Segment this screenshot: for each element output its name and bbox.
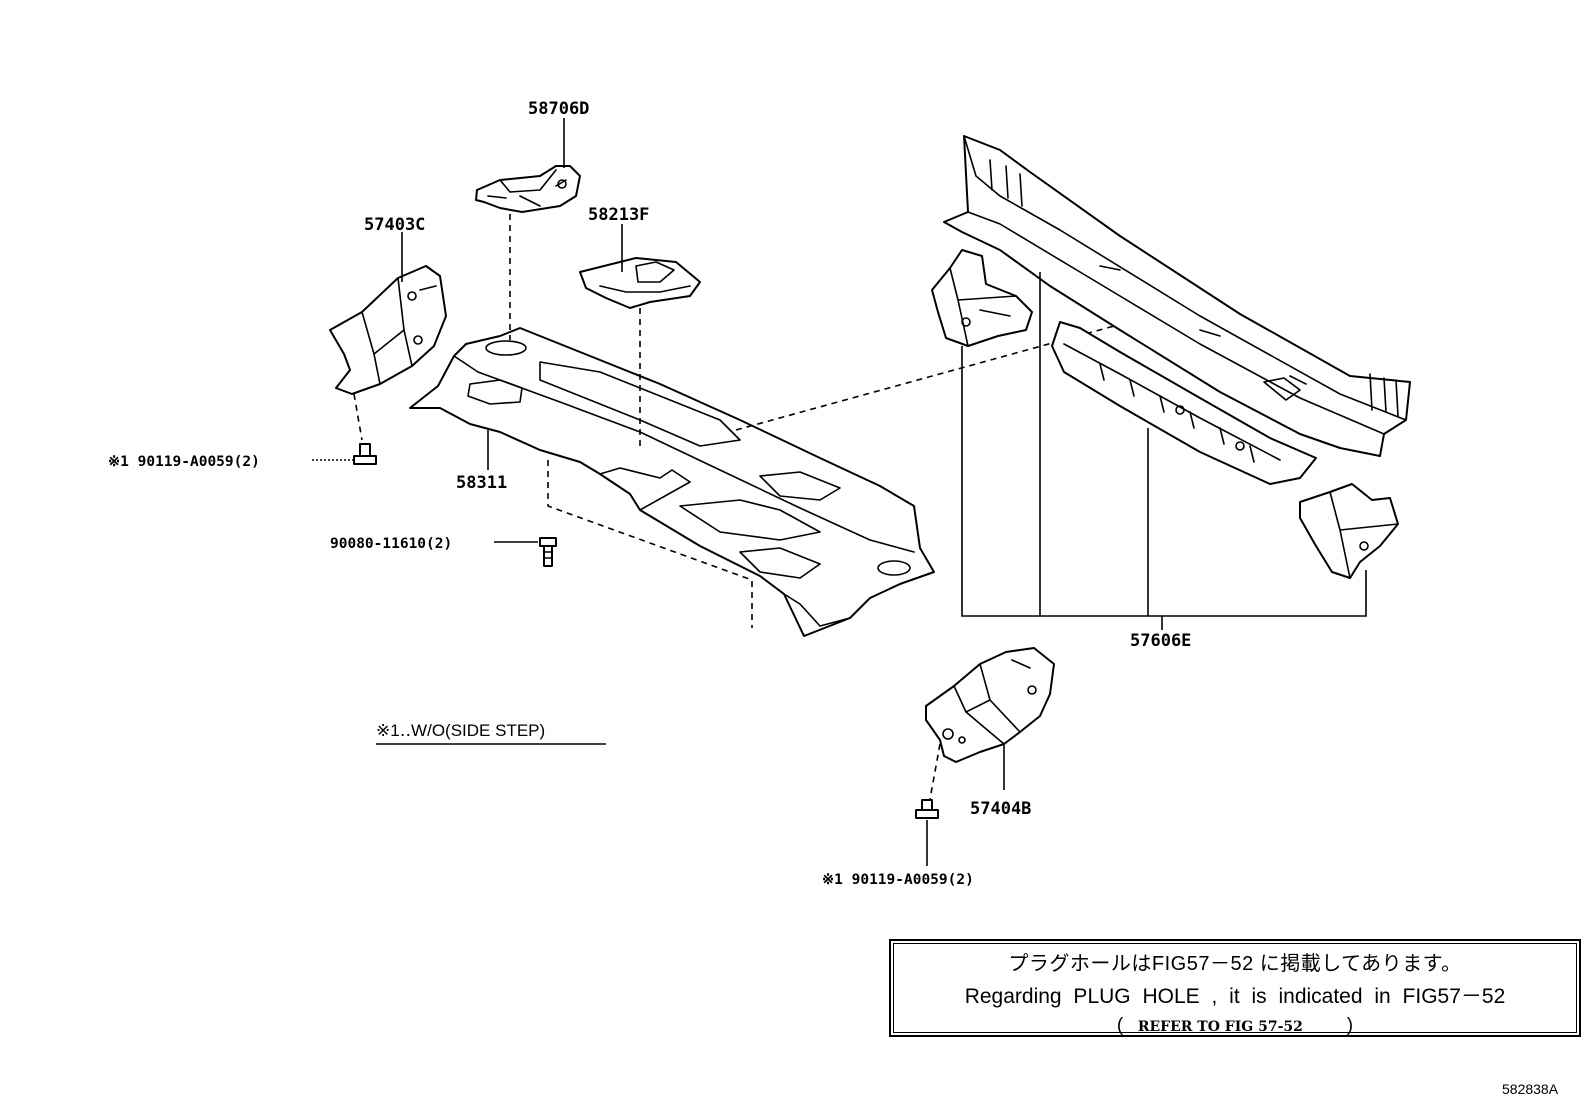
bolt-bottom-icon [915,799,939,819]
bracket-58706D [475,165,581,213]
dash-57403C [353,393,363,441]
bolt-left-icon [353,443,377,465]
bracket-57404B [925,647,1055,763]
note-refer-line: ( REFER TO FIG 57-52 ) [891,1015,1579,1037]
panel-57606E-left-bracket [931,249,1033,347]
note-box: プラグホールはFIG57－52 に掲載してあります。 Regarding PLU… [889,939,1581,1037]
panel-57606E-right-bracket [1299,483,1399,579]
label-57403C: 57403C [364,215,425,235]
bracket-57403C [329,265,447,395]
label-58213F: 58213F [588,205,649,225]
refer-close-paren: ) [1346,1015,1354,1036]
dash-bolt-mid [547,460,753,628]
label-bolt-bottom: ※1 90119-A0059(2) [822,872,974,888]
refer-link[interactable]: REFER TO FIG 57-52 [1137,1019,1303,1035]
lead-57606E [961,272,1367,630]
panel-57606E-inner-member [1051,321,1317,485]
refer-open-paren: ( [1116,1015,1124,1036]
note-line-english: Regarding PLUG HOLE , it is indicated in… [964,985,1506,1008]
panel-57606E [943,135,1411,457]
label-bolt-mid: 90080-11610(2) [330,536,452,552]
crossmember-58311 [409,327,935,637]
label-57606E: 57606E [1130,631,1191,651]
note-line-japanese: プラグホールはFIG57－52 に掲載してあります。 [1008,953,1462,975]
bracket-58213F [579,257,701,309]
label-58311: 58311 [456,473,507,493]
label-57404B: 57404B [970,799,1031,819]
bolt-mid-icon [539,537,557,567]
label-bolt-left: ※1 90119-A0059(2) [108,454,260,470]
figure-id: 582838A [1502,1081,1559,1097]
footnote: ※1‥W/O(SIDE STEP) [376,721,545,740]
label-58706D: 58706D [528,99,589,119]
